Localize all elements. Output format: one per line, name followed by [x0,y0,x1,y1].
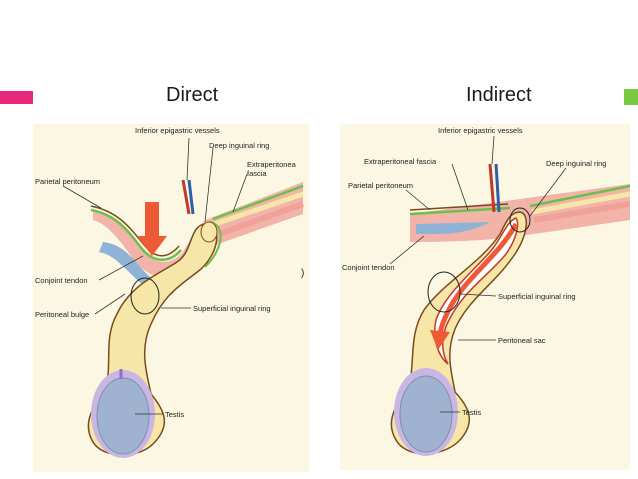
direct-title: Direct [166,84,219,106]
direct-label-extraperitoneal: Extraperitonea fascia [247,160,298,178]
direct-panel-background [33,124,309,472]
indirect-deep-ring [509,207,531,233]
indirect-title: Indirect [466,84,532,106]
indirect-label-deep-ring: Deep inguinal ring [546,159,606,168]
indirect-testis [394,368,458,456]
direct-label-parietal: Parietal peritoneum [35,177,100,186]
indirect-inferior-epigastric-vessels [488,163,501,213]
direct-label-superficial: Superficial inguinal ring [193,304,271,313]
indirect-hernia-diagram: Inferior epigastric vessels Extraperiton… [340,124,630,470]
direct-stray-mark: ) [301,268,304,279]
indirect-hernia-arrow [430,222,519,350]
right-accent-bar [624,89,638,105]
direct-deep-ring [200,221,218,243]
indirect-label-extraperitoneal: Extraperitoneal fascia [364,157,437,166]
direct-label-extraperitoneal-line1: Extraperitonea [247,160,297,169]
direct-testis [91,369,155,458]
direct-label-bulge: Peritoneal bulge [35,310,89,319]
indirect-panel-background [340,124,630,470]
indirect-label-parietal: Parietal peritoneum [348,181,413,190]
direct-hernia-diagram: Inferior epigastric vessels Deep inguina… [33,124,309,472]
direct-label-conjoint: Conjoint tendon [35,276,88,285]
left-accent-bar [0,91,33,104]
indirect-label-testis: Testis [462,408,481,417]
indirect-superficial-ring [427,271,461,313]
indirect-label-sac: Peritoneal sac [498,336,546,345]
indirect-label-conjoint: Conjoint tendon [342,263,395,272]
direct-label-inferior-epigastric: Inferior epigastric vessels [135,126,220,135]
direct-label-extraperitoneal-line2: fascia [247,169,267,178]
direct-superficial-ring [130,277,160,315]
direct-inferior-epigastric-vessels [181,179,195,215]
direct-label-deep-ring: Deep inguinal ring [209,141,269,150]
direct-hernia-arrow [137,202,167,256]
indirect-label-inferior-epigastric: Inferior epigastric vessels [438,126,523,135]
indirect-label-superficial: Superficial inguinal ring [498,292,576,301]
direct-label-testis: Testis [165,410,184,419]
